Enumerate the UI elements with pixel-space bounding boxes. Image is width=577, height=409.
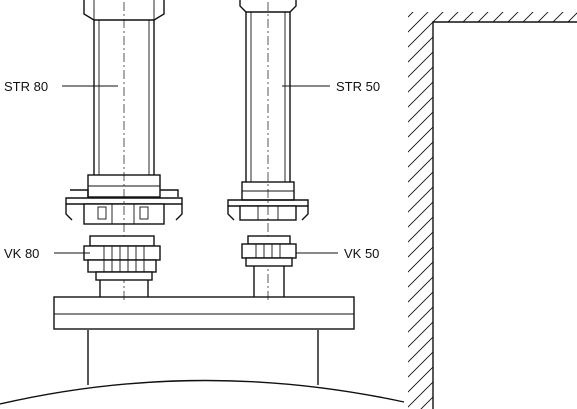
hatch-line [559, 12, 577, 409]
hatch-line [408, 12, 577, 409]
hatch-line [408, 12, 501, 409]
mounting-flange [53, 296, 355, 330]
hatch-line [469, 12, 577, 409]
hatch-line [499, 12, 577, 409]
hatch-line [454, 12, 577, 409]
hatch-line [0, 0, 380, 409]
label-str50: STR 50 [336, 79, 380, 94]
hatch-line [408, 12, 577, 409]
vk80-coupling [83, 235, 161, 297]
str50-hose-assembly [227, 0, 309, 300]
str80-hose-assembly [65, 0, 183, 300]
hatch-line [408, 12, 577, 409]
hatch-line [408, 12, 577, 409]
hatch-line [408, 12, 576, 409]
hatch-line [408, 12, 561, 409]
hatch-line [529, 12, 577, 409]
hatch-line [408, 12, 577, 409]
hatch-line [408, 12, 577, 409]
hatch-line [408, 12, 546, 409]
hatch-line [408, 12, 411, 409]
hatch-line [408, 12, 577, 409]
hatch-line [484, 12, 577, 409]
label-vk50: VK 50 [344, 246, 379, 261]
hatch-line [0, 0, 395, 409]
hatch-line [408, 12, 577, 409]
hatch-line [408, 12, 577, 409]
hatch-line [408, 12, 577, 409]
label-str80: STR 80 [4, 79, 48, 94]
hatch-line [439, 12, 577, 409]
label-vk80: VK 80 [4, 246, 39, 261]
hatch-line [408, 12, 577, 409]
hatch-line [409, 12, 577, 409]
hatch-line [408, 12, 486, 409]
tank-body [0, 330, 405, 405]
hatch-line [408, 12, 577, 409]
hatch-line [408, 12, 577, 409]
vk50-coupling [241, 235, 297, 297]
hatch-line [514, 12, 577, 409]
hatch-line [424, 12, 577, 409]
hatch-line [544, 12, 577, 409]
